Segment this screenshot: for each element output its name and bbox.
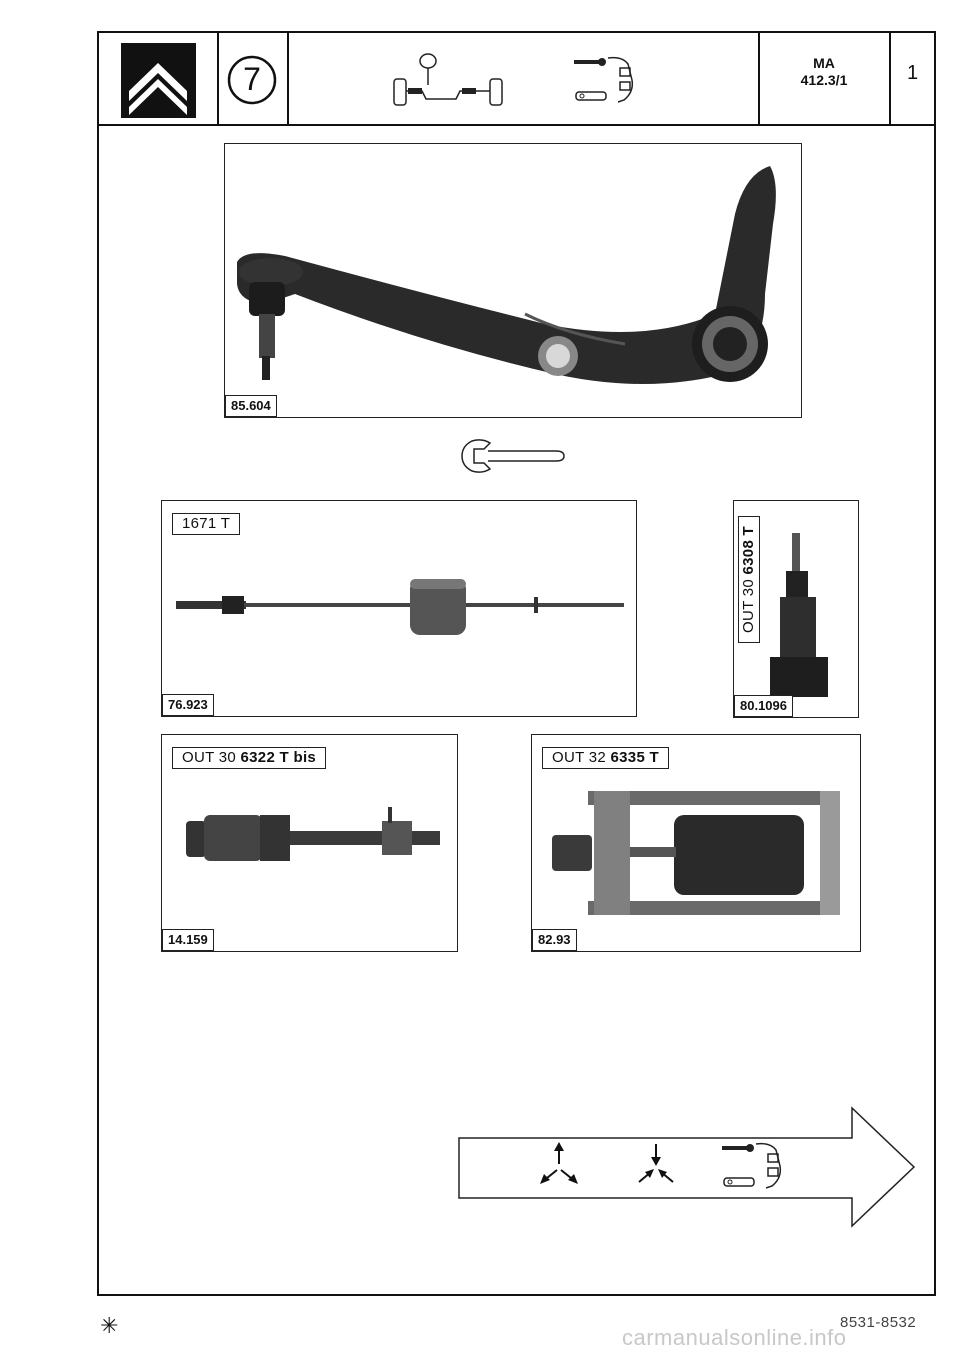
extractor-screw-photo <box>186 807 440 861</box>
photo-reference-label: 85.604 <box>225 395 277 417</box>
watermark-text: carmanualsonline.info <box>622 1325 847 1350</box>
footer-star-mark: ✳ <box>100 1313 119 1338</box>
manual-reference: MA 412.3/1 <box>760 55 888 89</box>
photo-reference-label: 82.93 <box>532 929 577 951</box>
tool-6322t-bis-panel: OUT 30 6322 T bis 14.159 <box>161 734 458 952</box>
suspension-arm-icon <box>722 1142 782 1189</box>
suspension-arm-photo <box>237 166 776 384</box>
group-badge: 7 <box>224 52 280 108</box>
header-separator <box>217 31 219 124</box>
manual-reference-line2: 412.3/1 <box>800 72 848 88</box>
sheet-number: 1 <box>906 62 919 84</box>
page-frame <box>97 31 936 1296</box>
suspension-arm-panel: 85.604 <box>224 143 802 418</box>
next-step-arrow <box>458 1106 916 1228</box>
photo-reference-label: 80.1096 <box>734 695 793 717</box>
group-number: 7 <box>243 61 261 97</box>
photo-reference-label: 76.923 <box>162 694 214 716</box>
header-separator <box>287 31 289 124</box>
fitting-arrows-icon <box>638 1144 674 1183</box>
brand-logo <box>121 43 196 118</box>
tool-name-label: OUT 30 6322 T bis <box>172 747 327 769</box>
removal-arrows-icon <box>540 1142 578 1184</box>
suspension-arm-icon <box>574 56 634 103</box>
tool-name-label: 1671 T <box>172 513 241 535</box>
header-divider <box>97 124 936 126</box>
press-frame-photo <box>552 791 840 915</box>
header-separator <box>889 31 891 124</box>
manual-reference-line1: MA <box>813 55 835 71</box>
wrench-icon <box>461 439 565 473</box>
suspension-axle-icon <box>393 53 503 106</box>
footer-document-code: 8531-8532 <box>840 1314 917 1331</box>
tool-name-label: OUT 32 6335 T <box>542 747 670 769</box>
tool-6335t-panel: OUT 32 6335 T 82.93 <box>531 734 861 952</box>
drift-tool-photo <box>770 533 828 697</box>
photo-reference-label: 14.159 <box>162 929 214 951</box>
tool-6308t-panel: OUT 30 6308 T 80.1096 <box>733 500 859 718</box>
citroen-logo-icon <box>129 63 187 115</box>
tool-1671t-panel: 1671 T 76.923 <box>161 500 637 717</box>
slide-hammer-photo <box>176 579 624 635</box>
header-separator <box>758 31 760 124</box>
